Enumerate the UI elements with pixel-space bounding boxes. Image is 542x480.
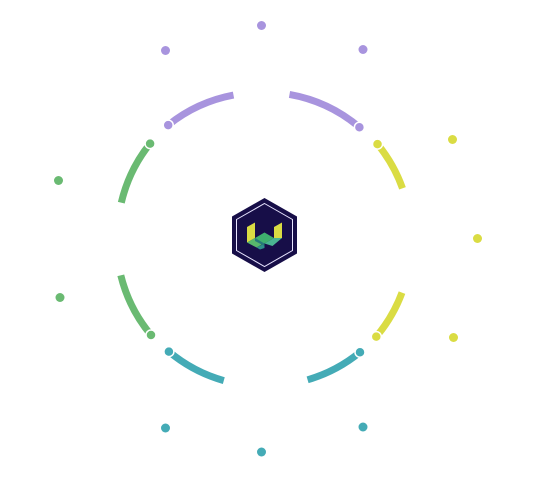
purple-arc-left <box>166 91 235 128</box>
purple-node <box>257 21 266 30</box>
green-arc-top <box>117 141 153 204</box>
yellow-arc-endpoint <box>370 330 383 343</box>
yellow-node <box>473 234 482 243</box>
yellow-arc-endpoint <box>371 138 384 150</box>
purple-node <box>358 45 368 54</box>
yellow-arc-bottom <box>373 291 406 339</box>
purple-arc-right <box>288 90 362 130</box>
green-node <box>54 176 63 185</box>
segment-teal <box>161 345 368 457</box>
green-node <box>55 293 65 302</box>
teal-node <box>161 423 170 433</box>
teal-arc-left <box>166 348 225 384</box>
teal-node <box>358 422 368 432</box>
green-arc-endpoint <box>144 137 156 150</box>
cube-logo-icon <box>247 222 282 250</box>
hexagon-inner-ring <box>236 202 293 268</box>
teal-node <box>257 447 266 457</box>
segment-yellow <box>370 135 482 343</box>
yellow-node <box>448 135 457 144</box>
center-logo <box>232 198 297 272</box>
green-arc-bottom <box>117 274 154 338</box>
purple-arc-endpoint <box>162 119 174 131</box>
segment-purple <box>161 21 368 133</box>
yellow-node <box>449 333 458 342</box>
teal-arc-endpoint <box>354 346 366 358</box>
segment-green <box>54 137 157 341</box>
green-arc-endpoint <box>145 329 157 341</box>
teal-arc-endpoint <box>163 345 175 358</box>
teal-arc-right <box>306 349 363 384</box>
purple-arc-endpoint <box>353 121 366 133</box>
purple-node <box>161 46 170 55</box>
yellow-arc-top <box>374 141 406 190</box>
